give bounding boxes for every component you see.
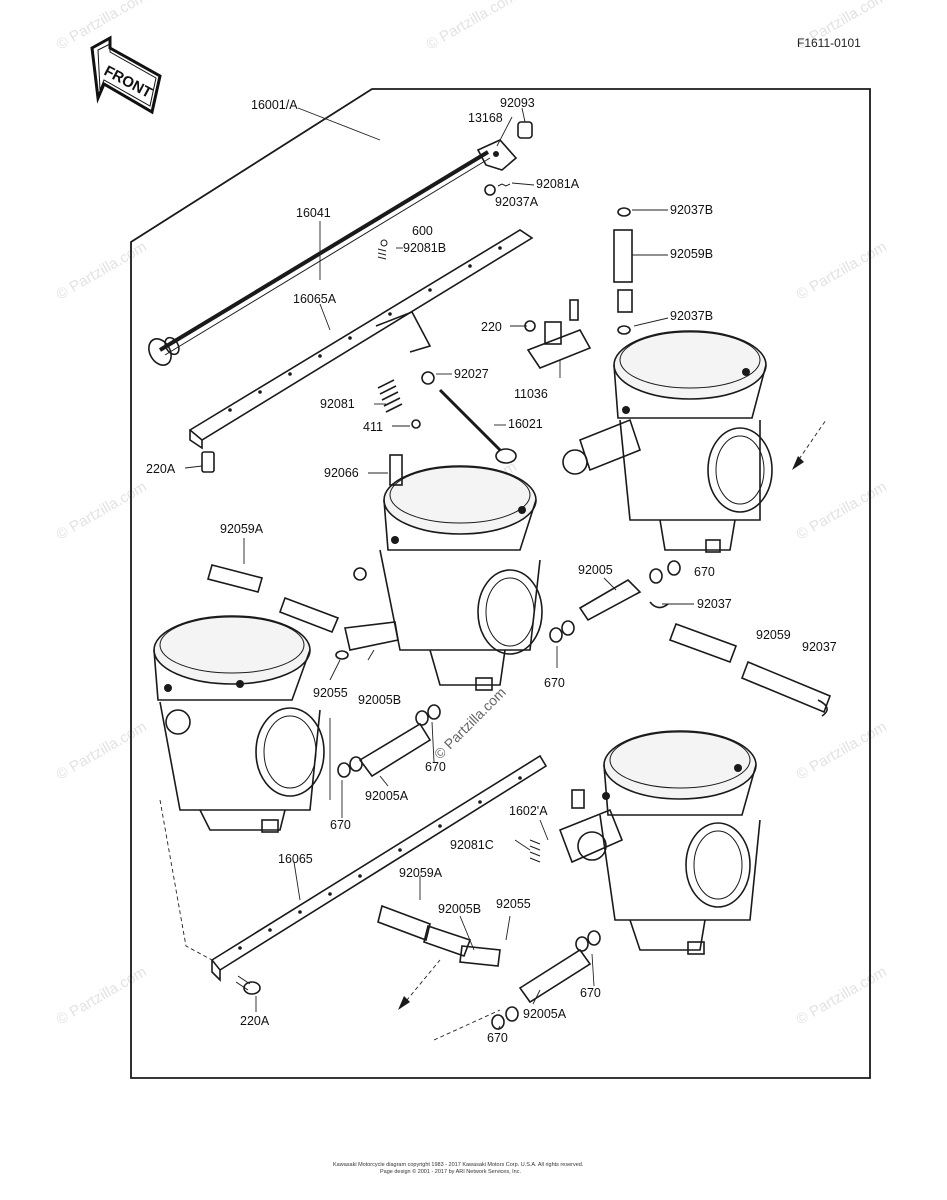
callout-92037-right: 92037: [802, 640, 837, 654]
watermark: © Partzilla.com: [794, 238, 890, 303]
callout-92081: 92081: [320, 397, 355, 411]
mounting-plate-upper: [188, 229, 534, 473]
watermark: © Partzilla.com: [794, 963, 890, 1028]
callout-92055-bottom: 92055: [496, 897, 531, 911]
callout-220a-top: 220A: [146, 462, 176, 476]
watermark: © Partzilla.com: [54, 238, 150, 303]
carburetor-left: [153, 615, 325, 833]
watermark: © Partzilla.com: [431, 684, 509, 762]
callout-92059b: 92059B: [670, 247, 713, 261]
callout-92059: 92059: [756, 628, 791, 642]
callout-411: 411: [363, 420, 383, 434]
callout-92059a-bottom: 92059A: [399, 866, 443, 880]
callout-92081a: 92081A: [536, 177, 580, 191]
carburetor-center: [353, 454, 543, 691]
watermark: © Partzilla.com: [54, 963, 150, 1028]
watermark: © Partzilla.com: [794, 718, 890, 783]
callout-92081b: 92081B: [403, 241, 446, 255]
throttle-shaft: [148, 150, 491, 366]
callout-92055-left: 92055: [313, 686, 348, 700]
callout-16021a: 1602'A: [509, 804, 548, 818]
fuel-tubes-and-fittings: [207, 560, 832, 1030]
callout-92027: 92027: [454, 367, 489, 381]
footer-page-design: Page design © 2001 - 2017 by ARI Network…: [380, 1168, 521, 1175]
watermark: © Partzilla.com: [54, 478, 150, 543]
watermark: © Partzilla.com: [54, 718, 150, 783]
mounting-plate-lower: [210, 754, 548, 995]
callout-16001a: 16001/A: [251, 98, 298, 112]
callout-92005: 92005: [578, 563, 613, 577]
callout-92037a: 92037A: [495, 195, 539, 209]
callout-16065: 16065: [278, 852, 313, 866]
footer-copyright: Kawasaki Motorcycle diagram copyright 19…: [333, 1162, 584, 1168]
air-flow-arrows: [159, 419, 827, 1041]
callout-670-right: 670: [694, 565, 715, 579]
idle-spring-and-screw: [377, 371, 517, 464]
callout-13168: 13168: [468, 111, 503, 125]
carburetor-bottom-right: [558, 730, 761, 955]
callout-92005a-bottom: 92005A: [523, 1007, 567, 1021]
callout-670-upper: 670: [425, 760, 446, 774]
callout-670-left: 670: [330, 818, 351, 832]
watermark: © Partzilla.com: [424, 0, 520, 53]
callout-92081c: 92081C: [450, 838, 494, 852]
callout-92066: 92066: [324, 466, 359, 480]
front-direction-arrow: FRONT: [90, 35, 162, 115]
carburetor-top-right: [562, 330, 773, 553]
callout-92037b-top: 92037B: [670, 203, 713, 217]
diagram-frame: [130, 88, 871, 1079]
throttle-lever: [377, 121, 533, 260]
callout-92037b-mid: 92037B: [670, 309, 713, 323]
part-callouts: 16001/A 92093 13168 92081A 92037A 92037B…: [146, 96, 837, 1045]
callout-16041: 16041: [296, 206, 331, 220]
leader-lines: [184, 107, 694, 1031]
callout-92037-mid: 92037: [697, 597, 732, 611]
callout-92005a-left: 92005A: [365, 789, 409, 803]
callout-670-bottom-right: 670: [580, 986, 601, 1000]
diagram-ref-code: F1611-0101: [797, 36, 861, 50]
callout-16065a: 16065A: [293, 292, 337, 306]
callout-92005b-bottom: 92005B: [438, 902, 481, 916]
callout-600: 600: [412, 224, 433, 238]
watermark: © Partzilla.com: [794, 478, 890, 543]
callout-92005b-left: 92005B: [358, 693, 401, 707]
callout-670-bottom: 670: [487, 1031, 508, 1045]
choke-link-bracket: [524, 207, 633, 369]
callout-11036: 11036: [514, 387, 548, 401]
callout-670-center: 670: [544, 676, 565, 690]
callout-16021: 16021: [508, 417, 543, 431]
callout-92059a-left: 92059A: [220, 522, 264, 536]
callout-220: 220: [481, 320, 502, 334]
callout-92093: 92093: [500, 96, 535, 110]
callout-220a-bottom: 220A: [240, 1014, 270, 1028]
